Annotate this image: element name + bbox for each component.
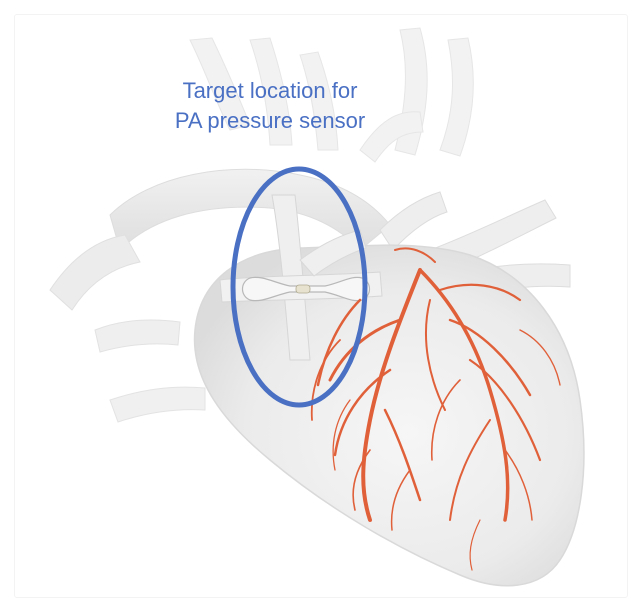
annotation-line-1: Target location for	[100, 76, 440, 106]
annotation-line-2: PA pressure sensor	[100, 106, 440, 136]
